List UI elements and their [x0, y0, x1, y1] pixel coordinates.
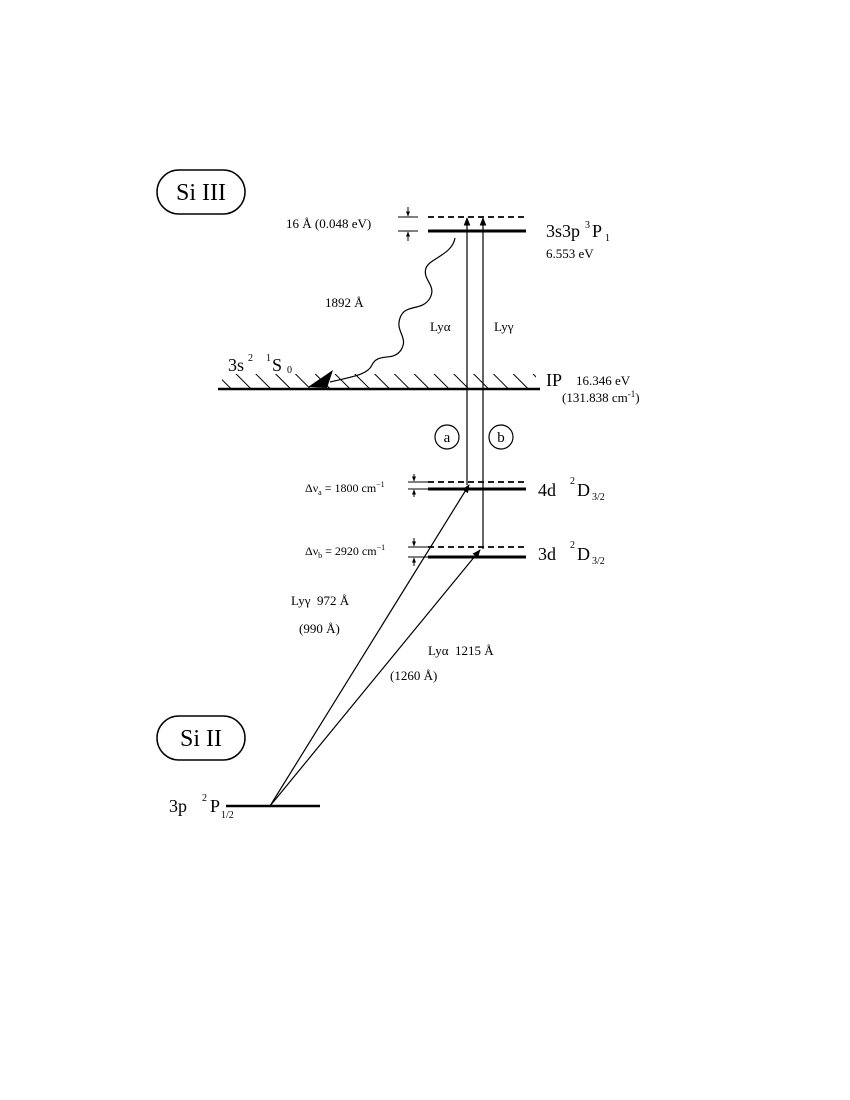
decay-label: 1892 Å	[325, 295, 364, 310]
intercombination-decay	[329, 237, 456, 383]
ground-sub: 1/2	[221, 810, 234, 821]
lyg-lower-arrow	[269, 484, 470, 807]
triplet-level-label: 3s3p 3 P 1 6.553 eV	[546, 220, 610, 261]
lya-lower-arrow	[269, 549, 481, 807]
d3-config: 3d	[538, 544, 556, 564]
ground-term: P	[210, 796, 220, 816]
si-ii-label: Si II	[180, 726, 222, 752]
d4-sup: 2	[570, 476, 575, 487]
top-offset-marker	[398, 207, 418, 241]
channel-b: b	[488, 424, 514, 450]
triplet-energy: 6.553 eV	[546, 246, 594, 261]
lyg-lower-label: Lyγ 972 Å	[291, 593, 350, 608]
si3-ground-prefix: 3s	[228, 355, 244, 375]
lya-lower-paren: (1260 Å)	[390, 668, 437, 683]
b-offset-marker	[408, 538, 428, 566]
si3-ground-label: 3s 2 1 S 0	[228, 353, 292, 376]
channel-b-label: b	[497, 430, 505, 446]
d4-config: 4d	[538, 480, 556, 500]
d4-term: D	[577, 480, 590, 500]
channel-a: a	[434, 424, 460, 450]
ip-label: IP	[546, 370, 562, 390]
top-offset-label: 16 Å (0.048 eV)	[286, 216, 371, 231]
si-iii-label: Si III	[176, 180, 226, 206]
ionization-limit	[218, 374, 540, 391]
si-iii-badge: Si III	[156, 169, 246, 215]
ground-level-label: 3p 2 P 1/2	[169, 793, 234, 821]
channel-a-label: a	[444, 430, 451, 446]
si3-ground-term: S	[272, 355, 282, 375]
triplet-term: P	[592, 221, 602, 241]
ip-wavenumber: (131.838 cm-1)	[562, 389, 640, 405]
si3-ground-sup1: 2	[248, 353, 253, 364]
lya-lower-label: Lyα 1215 Å	[428, 643, 494, 658]
d3-term: D	[577, 544, 590, 564]
lya-upper-label: Lyα	[430, 319, 451, 334]
d3-sub: 3/2	[592, 556, 605, 567]
decay-arrowhead	[308, 370, 333, 388]
triplet-prefix: 3s3p	[546, 221, 580, 241]
triplet-sup: 3	[585, 220, 590, 231]
si3-ground-sub: 0	[287, 365, 292, 376]
ip-label-group: IP 16.346 eV (131.838 cm-1)	[546, 370, 640, 405]
d4-sub: 3/2	[592, 492, 605, 503]
a-offset-marker	[408, 474, 428, 497]
d4-level-label: 4d 2 D 3/2	[538, 476, 605, 503]
lyg-lower-paren: (990 Å)	[299, 621, 340, 636]
ground-sup: 2	[202, 793, 207, 804]
ip-energy: 16.346 eV	[576, 373, 631, 388]
ground-config: 3p	[169, 796, 187, 816]
si-ii-badge: Si II	[156, 715, 246, 761]
d3-sup: 2	[570, 540, 575, 551]
b-offset-label: Δνb = 2920 cm−1	[305, 543, 385, 560]
a-offset-label: Δνa = 1800 cm−1	[305, 480, 385, 497]
triplet-sub: 1	[605, 233, 610, 244]
lyg-upper-label: Lyγ	[494, 319, 514, 334]
d3-level-label: 3d 2 D 3/2	[538, 540, 605, 567]
si3-ground-sup2: 1	[266, 353, 271, 364]
